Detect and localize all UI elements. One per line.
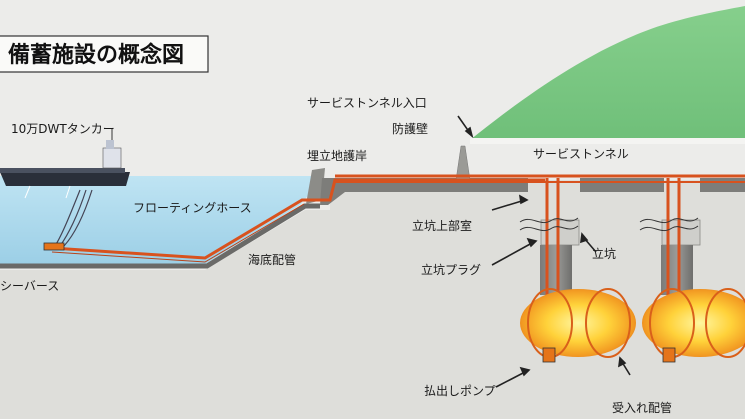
reclaimed-seawall: [306, 168, 325, 204]
label-shaft-plug: 立坑プラグ: [421, 262, 481, 277]
tunnel-slab-1: [580, 178, 664, 192]
sea-berth: [43, 242, 65, 251]
label-shaft-upper-chamber: 立坑上部室: [412, 218, 472, 233]
hill-base-band: [470, 138, 745, 144]
label-protective-wall: 防護壁: [392, 121, 428, 136]
label-sea-berth: シーバース: [0, 279, 59, 293]
label-reclaimed-seawall: 埋立地護岸: [307, 148, 367, 163]
label-tanker: 10万DWTタンカー: [11, 122, 115, 136]
seabed-line: [0, 203, 320, 269]
label-floating-hose: フローティングホース: [133, 201, 252, 215]
shaft-unit-2: [642, 178, 745, 363]
label-service-tunnel: サービストンネル: [533, 147, 629, 161]
seabed-pipe: [51, 178, 545, 260]
title-box: [0, 35, 209, 73]
leader-lines: [457, 115, 631, 388]
shaft-wave-2: [519, 225, 579, 232]
shaft-wave-3: [639, 217, 699, 224]
seabed-pipe-shadow: [51, 203, 305, 263]
tanker: [0, 128, 130, 199]
shaft-wave-4: [639, 225, 699, 232]
diagram-title: 備蓄施設の概念図: [8, 42, 184, 68]
label-service-tunnel-entrance: サービストンネル入口: [307, 96, 427, 110]
land-surface: [320, 178, 528, 205]
label-seabed-pipe: 海底配管: [248, 252, 296, 267]
hill: [470, 6, 745, 140]
shaft-wave-1: [519, 217, 579, 224]
floating-hose-3: [63, 189, 93, 247]
label-shaft: 立坑: [592, 246, 616, 261]
tunnel-slab-2: [700, 178, 745, 192]
label-discharge-pump: 払出しポンプ: [424, 384, 496, 398]
label-receiving-pipe: 受入れ配管: [612, 400, 672, 415]
shaft-unit-1: [520, 178, 636, 363]
